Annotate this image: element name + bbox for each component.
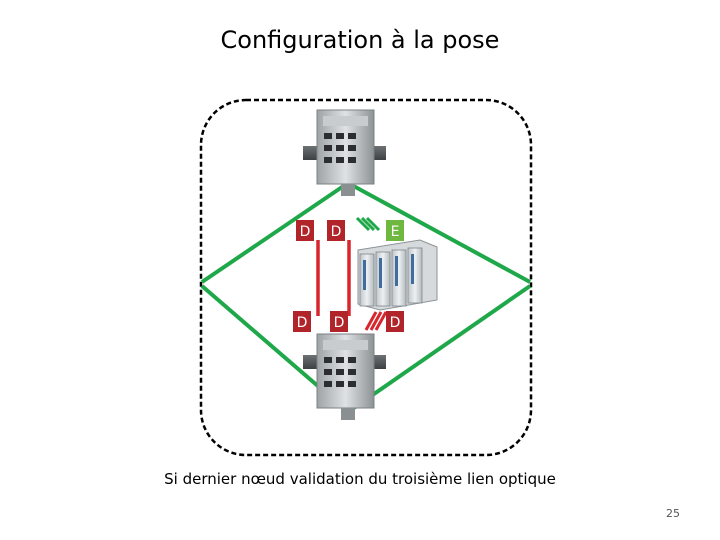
green-cable-stubs <box>357 218 379 230</box>
red-cable-stubs <box>366 312 386 330</box>
badge-bottom-left: D <box>293 311 311 332</box>
svg-text:D: D <box>390 315 401 331</box>
slide-caption: Si dernier nœud validation du troisième … <box>0 470 720 488</box>
bottom-switch-icon <box>303 334 386 420</box>
badge-bottom-right: D <box>386 311 404 332</box>
svg-text:D: D <box>331 224 342 240</box>
io-module-rack-icon <box>358 240 437 310</box>
badge-top-right: E <box>386 220 404 241</box>
link-top-left <box>202 183 348 282</box>
badge-bottom-middle: D <box>330 311 348 332</box>
badge-top-middle: D <box>327 220 345 241</box>
page-number: 25 <box>666 507 680 520</box>
svg-text:E: E <box>391 224 400 240</box>
svg-text:D: D <box>297 315 308 331</box>
disabled-links <box>318 240 349 316</box>
svg-text:D: D <box>300 224 311 240</box>
badge-top-left: D <box>296 220 314 241</box>
svg-text:D: D <box>334 315 345 331</box>
top-switch-icon <box>303 110 386 196</box>
